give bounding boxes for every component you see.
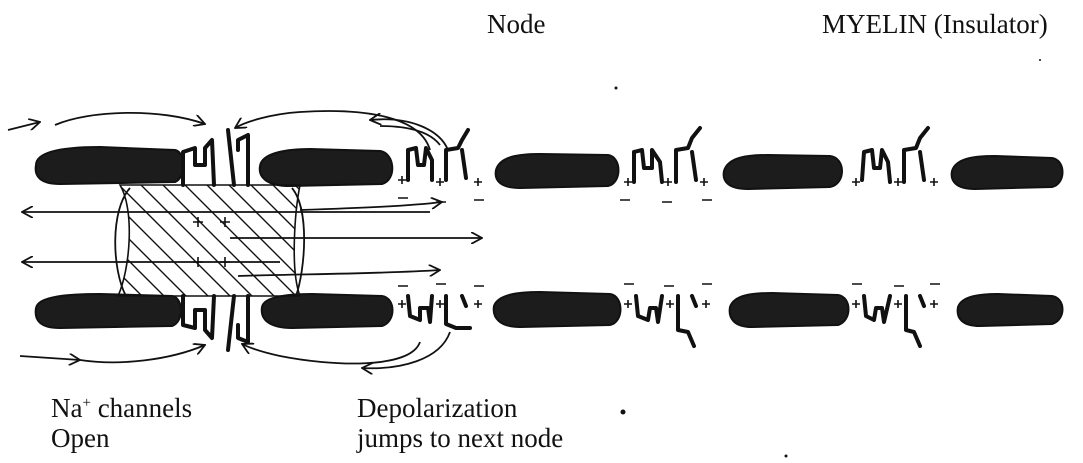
na-channel-open (226, 294, 250, 352)
myelin-sheath (956, 292, 1064, 328)
myelin-sheath (260, 292, 394, 330)
plus-sign (852, 300, 938, 308)
myelin-sheath (258, 147, 394, 188)
stray-dot (614, 86, 618, 90)
na-channel (862, 294, 892, 324)
na-channel (676, 294, 698, 348)
na-channel (444, 128, 470, 182)
myelin-top-row (34, 145, 1064, 191)
na-channel (632, 148, 664, 184)
arrow-outer-bottom-left-2 (79, 345, 205, 364)
arrow-outer-top-left (7, 122, 40, 131)
na-channel-open (181, 138, 216, 187)
minus-sign (398, 283, 484, 287)
stray-dot (784, 454, 788, 458)
arrow-inner-curve-top (299, 202, 442, 211)
stray-marks (614, 59, 1041, 458)
arrow-outer-bottom-right-2 (362, 331, 451, 368)
channels-text: channels (90, 393, 193, 423)
charge-marks (193, 176, 940, 308)
stray-dot (1039, 59, 1041, 61)
jumps-label: jumps to next node (357, 423, 564, 453)
arrow-outer-top-long (370, 119, 449, 151)
ion-channels (181, 126, 930, 352)
myelin-sheath (728, 291, 850, 329)
myelin-bottom-row (34, 290, 1064, 330)
myelin-label: MYELIN (Insulator) (822, 9, 1048, 39)
myelin-sheath (492, 290, 622, 329)
arrow-outer-top-right-short (379, 125, 441, 146)
myelin-sheath (34, 145, 185, 186)
na-text: Na (51, 393, 83, 423)
plus-sign (193, 217, 203, 227)
depolarization-label: Depolarization (357, 393, 518, 423)
plus-sign (852, 178, 938, 186)
na-channel (674, 126, 702, 184)
open-label: Open (51, 423, 110, 453)
myelin-sheath (34, 292, 182, 330)
na-channel-open (226, 128, 250, 187)
myelin-sheath (950, 154, 1064, 191)
na-channel-open (181, 294, 216, 340)
arrow-outer-bottom-right (242, 341, 421, 365)
current-arrows (7, 110, 482, 368)
arrow-outer-top-right (235, 110, 431, 151)
na-channel (634, 294, 664, 324)
na-channels-label: Na+ channels (51, 392, 192, 424)
plus-sign (398, 300, 482, 308)
na-channel (444, 294, 472, 330)
plus-sign (624, 300, 710, 308)
arrow-inner-right-2 (237, 270, 440, 277)
stray-dot (620, 409, 626, 415)
plus-sign (624, 178, 708, 186)
arrow-outer-top-left (54, 111, 205, 125)
na-plus-superscript: + (82, 395, 91, 411)
na-channel (902, 126, 930, 184)
current-loop-left (114, 187, 131, 297)
minus-sign (852, 283, 940, 287)
arrow-outer-bottom-left (19, 356, 80, 360)
na-channel (406, 146, 434, 182)
depolarized-region-hatch (116, 184, 302, 297)
myelin-sheath (722, 153, 843, 191)
na-channel (904, 294, 926, 348)
myelin-sheath (494, 152, 620, 190)
na-channel (406, 294, 434, 324)
minus-sign (620, 199, 712, 203)
current-loop-right (291, 187, 305, 297)
plus-sign (220, 217, 230, 227)
plus-sign (398, 176, 482, 186)
na-channel (860, 148, 892, 184)
node-label: Node (487, 9, 546, 39)
minus-sign (624, 283, 712, 287)
